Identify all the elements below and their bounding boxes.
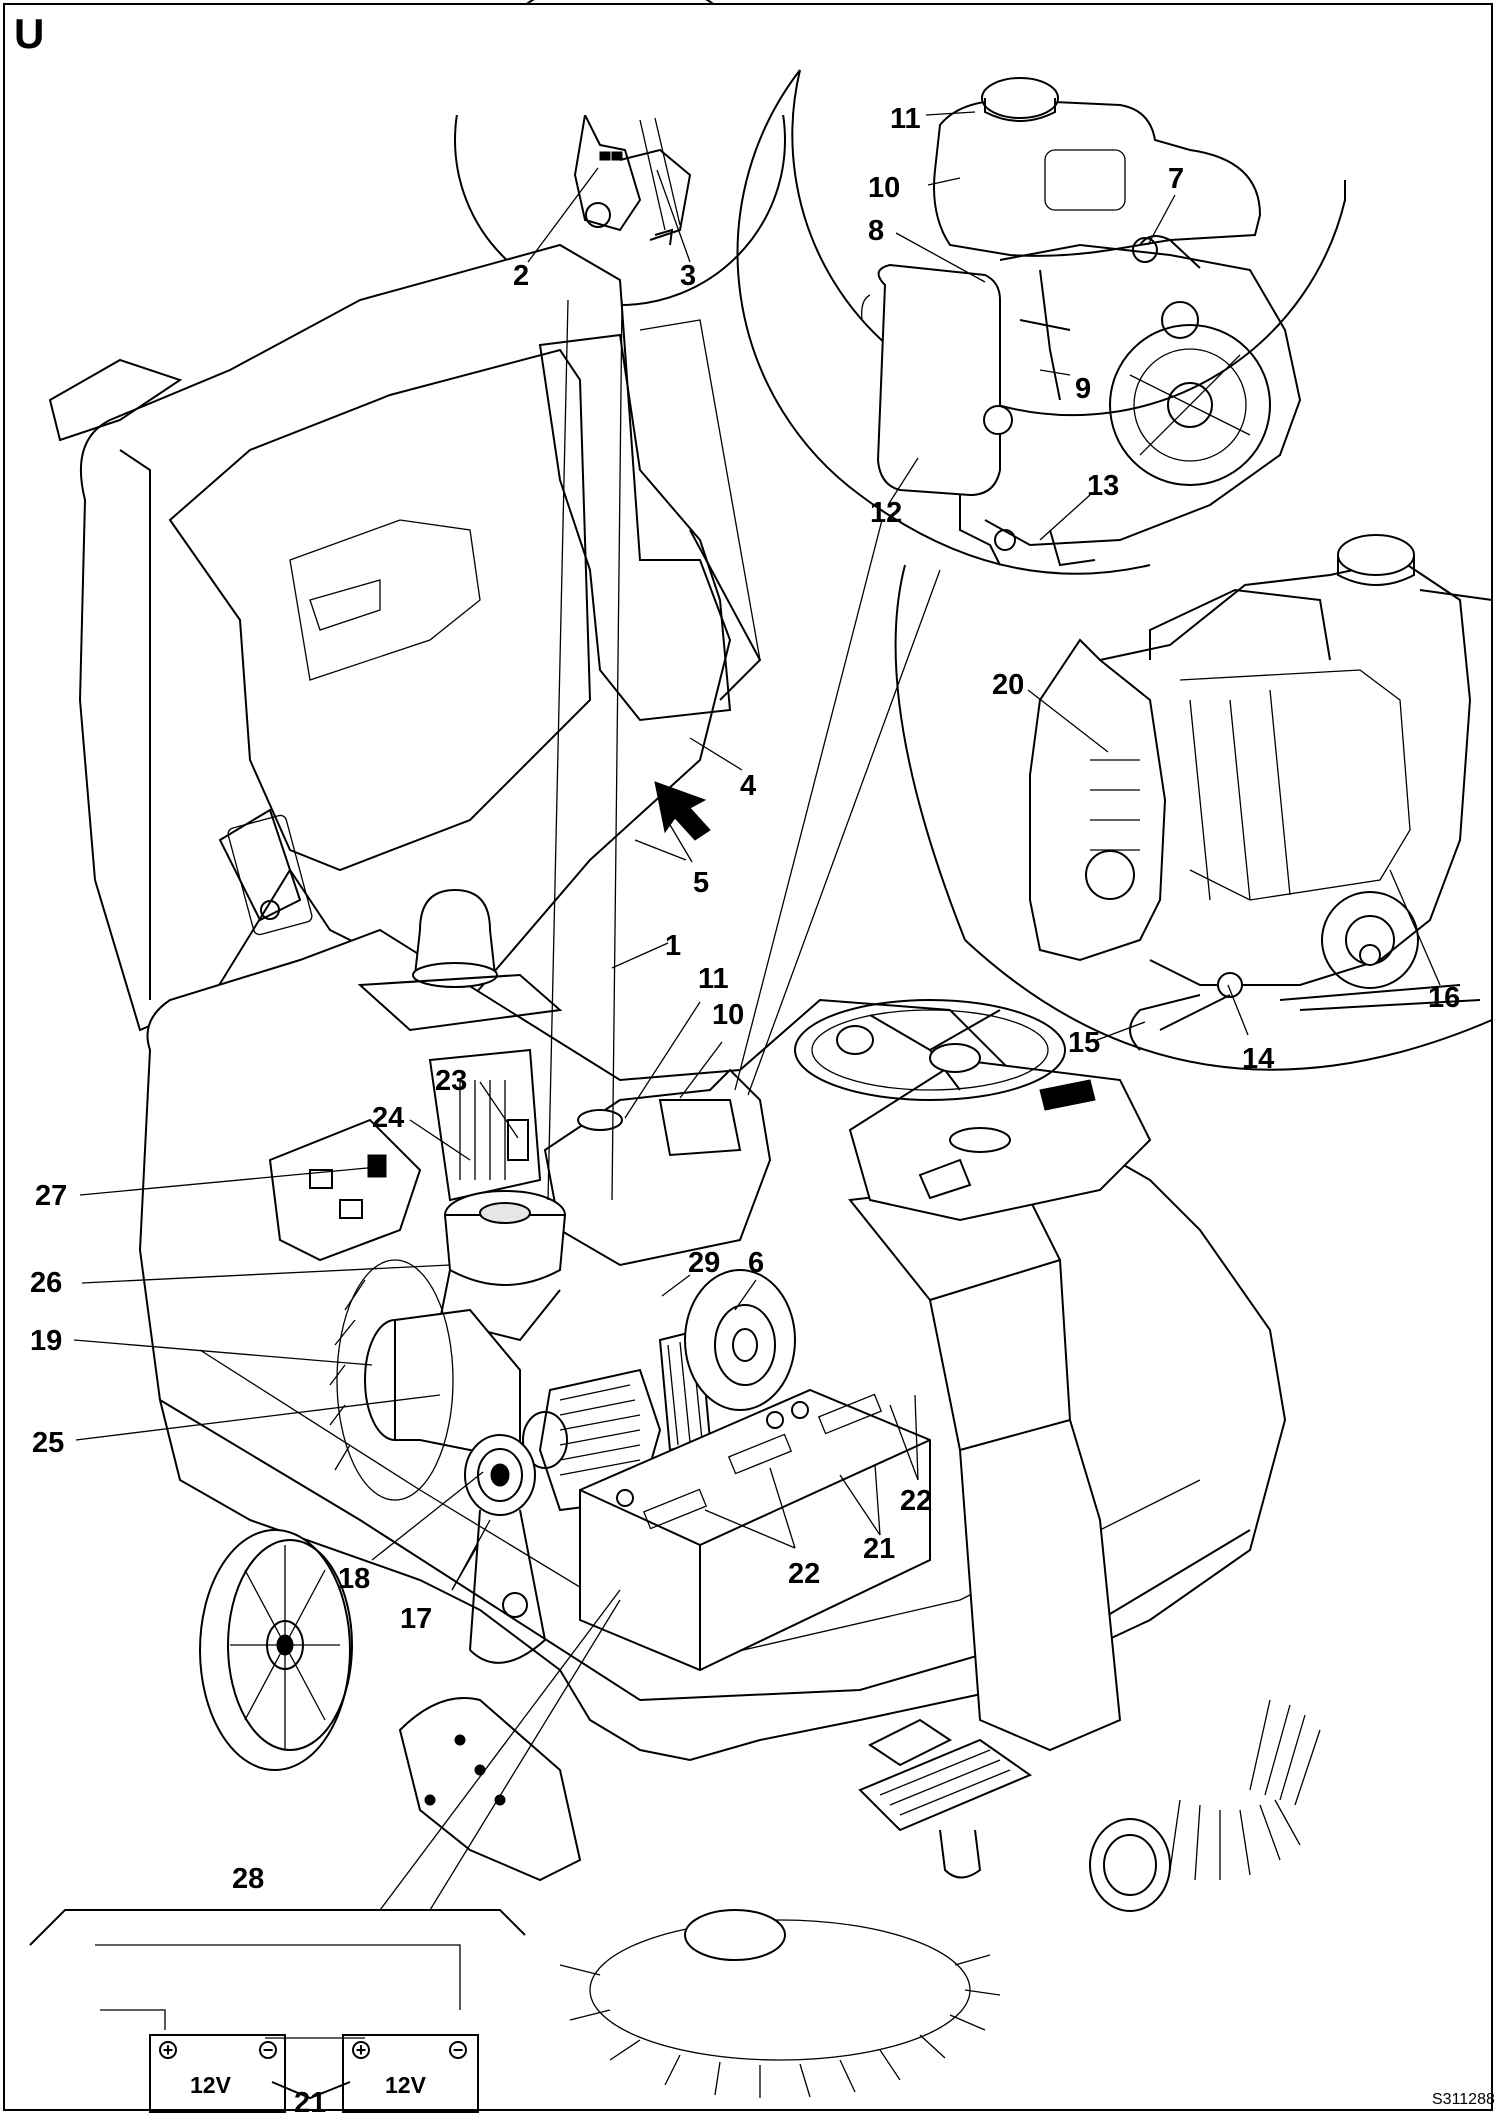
callout-21: 21 [863,1533,895,1565]
battery-right-minus: − [453,2040,464,2060]
battery-left-plus: + [163,2040,174,2060]
callout-20: 20 [992,669,1024,701]
callout-22: 22 [788,1558,820,1590]
callout-25: 25 [32,1427,64,1459]
callout-2: 2 [513,260,529,292]
callout-28: 28 [232,1863,264,1895]
callout-13: 13 [1087,470,1119,502]
battery-right-plus: + [356,2040,367,2060]
battery-right [342,2034,479,2113]
battery-left-voltage: 12V [190,2072,232,2098]
detail-circle-engine-top-right [736,69,1346,575]
callout-24: 24 [372,1102,404,1134]
exploded-arrow-icon [654,781,711,841]
detail-circle-engine-right [894,534,1493,1071]
callout-9: 9 [1075,373,1091,405]
callout-11-main: 11 [698,963,729,995]
callout-12: 12 [870,497,902,529]
callout-19: 19 [30,1325,62,1357]
callout-labels: 1 2 3 4 5 6 7 8 9 10 11 12 13 14 15 16 1… [30,103,1460,2118]
callout-5: 5 [693,867,709,899]
battery-left [149,2034,286,2113]
drawing-code: S311288 [1432,2091,1495,2108]
main-machine-body [48,243,1321,2098]
figure-frame [3,3,1493,2111]
leader-lines [73,111,1441,1911]
callout-22-right: 22 [900,1485,932,1517]
callout-6: 6 [748,1247,764,1279]
battery-left-minus: − [263,2040,274,2060]
side-brush-bottom [559,1909,1001,2098]
callout-15: 15 [1068,1027,1100,1059]
callout-3: 3 [680,260,696,292]
callout-10: 10 [868,172,900,204]
callout-11: 11 [890,103,921,135]
callout-29: 29 [688,1247,720,1279]
battery-wiring-schematic: + − + − 12V 12V [29,1909,526,2113]
beacon-light-icon [357,888,563,1032]
callout-18: 18 [338,1563,370,1595]
side-brush-right [1169,1699,1321,1881]
callout-7: 7 [1168,163,1184,195]
battery-right-voltage: 12V [385,2072,427,2098]
callout-23: 23 [435,1065,467,1097]
callout-21-schematic: 21 [294,2087,326,2118]
callout-10-main: 10 [712,999,744,1031]
figure-ref-letter: U [14,10,44,57]
callout-4: 4 [740,770,756,802]
callout-14: 14 [1242,1043,1274,1075]
callout-27: 27 [35,1180,67,1212]
callout-26: 26 [30,1267,62,1299]
callout-16: 16 [1428,982,1460,1014]
callout-1: 1 [665,930,681,962]
callout-8: 8 [868,215,884,247]
callout-17: 17 [400,1603,432,1635]
